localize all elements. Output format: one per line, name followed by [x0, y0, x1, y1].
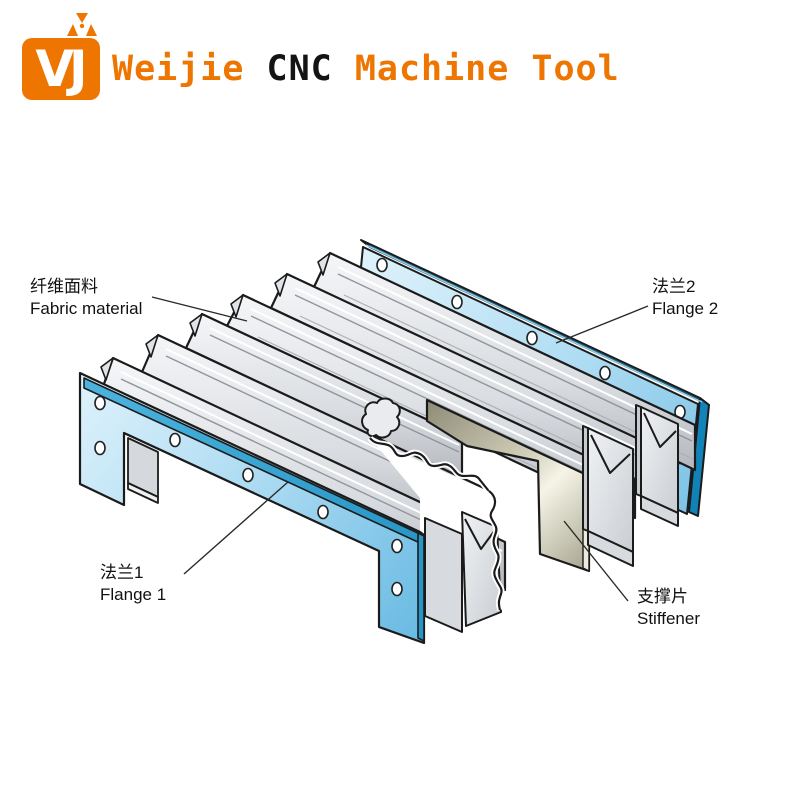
- pleat-end-ear: [274, 273, 288, 297]
- pleat-cap-face: [640, 406, 679, 514]
- label-fabric-en: Fabric material: [30, 299, 142, 318]
- pleat-end-ear: [189, 313, 203, 337]
- notch-pleat-leg: [127, 437, 159, 504]
- pleat-end-ear: [317, 252, 331, 276]
- bolt-hole: [242, 467, 254, 483]
- callout-flange2: 法兰2 Flange 2: [555, 277, 718, 344]
- bellows-cover-diagram: 纤维面料 Fabric material 法兰2 Flange 2 法兰1 Fl…: [0, 120, 800, 800]
- flange1-face: [78, 371, 426, 645]
- bolt-hole: [391, 538, 403, 554]
- flange2-end-edge: [688, 397, 710, 517]
- bolt-hole: [526, 330, 538, 346]
- cap-v-notch: [643, 412, 677, 448]
- pleat-end-caps: [582, 404, 679, 567]
- pleat-end-ear: [230, 294, 244, 318]
- brand-word-cnc: CNC: [266, 49, 333, 89]
- torn-pleat-hem: [424, 517, 463, 633]
- bolt-hole: [376, 257, 388, 273]
- pleat-hem: [640, 495, 679, 527]
- flange1-end-edge: [417, 532, 425, 642]
- pleat-end-ear: [145, 334, 159, 358]
- callout-flange1: 法兰1 Flange 1: [100, 481, 289, 604]
- label-flange2-cn: 法兰2: [652, 277, 695, 296]
- pleat-hem: [587, 530, 634, 567]
- vj-logo: VJ: [22, 38, 100, 100]
- torn-fabric-tab: [361, 397, 401, 439]
- flange1-plate: [78, 371, 426, 645]
- brand-word-machine-tool: Machine Tool: [354, 49, 620, 89]
- callouts: 纤维面料 Fabric material 法兰2 Flange 2 法兰1 Fl…: [30, 277, 718, 628]
- brand-title: Weijie CNC Machine Tool: [112, 49, 620, 89]
- brand-header: VJ Weijie CNC Machine Tool: [0, 0, 800, 120]
- cap-v-notch: [590, 434, 631, 474]
- brand-word-spacer1: [244, 49, 266, 89]
- cap-v-notch: [464, 518, 496, 550]
- torn-edge-wavy: [369, 437, 489, 491]
- brand-word-weijie: Weijie: [112, 49, 245, 89]
- label-flange1-en: Flange 1: [100, 585, 166, 604]
- vj-logo-text: VJ: [35, 40, 87, 98]
- brand-word-spacer2: [333, 49, 355, 89]
- bolt-hole: [317, 504, 329, 520]
- callout-stiffener: 支撑片 Stiffener: [563, 520, 700, 628]
- leader-line: [563, 520, 629, 602]
- flange1-bolt-holes: [94, 395, 403, 597]
- bolt-hole: [451, 294, 463, 310]
- label-flange2-en: Flange 2: [652, 299, 718, 318]
- torn-edge-wavy: [488, 490, 503, 611]
- bolt-hole: [169, 432, 181, 448]
- label-fabric-cn: 纤维面料: [30, 277, 98, 296]
- leader-line: [555, 305, 649, 344]
- pleat-end-ear: [100, 357, 114, 381]
- label-flange1-cn: 法兰1: [100, 563, 143, 582]
- bolt-hole: [94, 395, 106, 411]
- label-stiffener-cn: 支撑片: [637, 587, 688, 606]
- bolt-hole: [599, 365, 611, 381]
- bolt-hole: [391, 581, 403, 597]
- pleat-leg-hem: [127, 482, 159, 504]
- label-stiffener-en: Stiffener: [637, 609, 700, 628]
- leader-line: [151, 296, 248, 322]
- flange2-edge-highlight: [365, 244, 703, 403]
- bellows-cover-svg: 纤维面料 Fabric material 法兰2 Flange 2 法兰1 Fl…: [30, 239, 718, 645]
- leader-line: [183, 481, 289, 575]
- bolt-hole: [94, 440, 106, 456]
- trefoil-icon: [67, 13, 97, 36]
- torn-fabric-window: [361, 397, 505, 633]
- callout-fabric: 纤维面料 Fabric material: [30, 277, 248, 322]
